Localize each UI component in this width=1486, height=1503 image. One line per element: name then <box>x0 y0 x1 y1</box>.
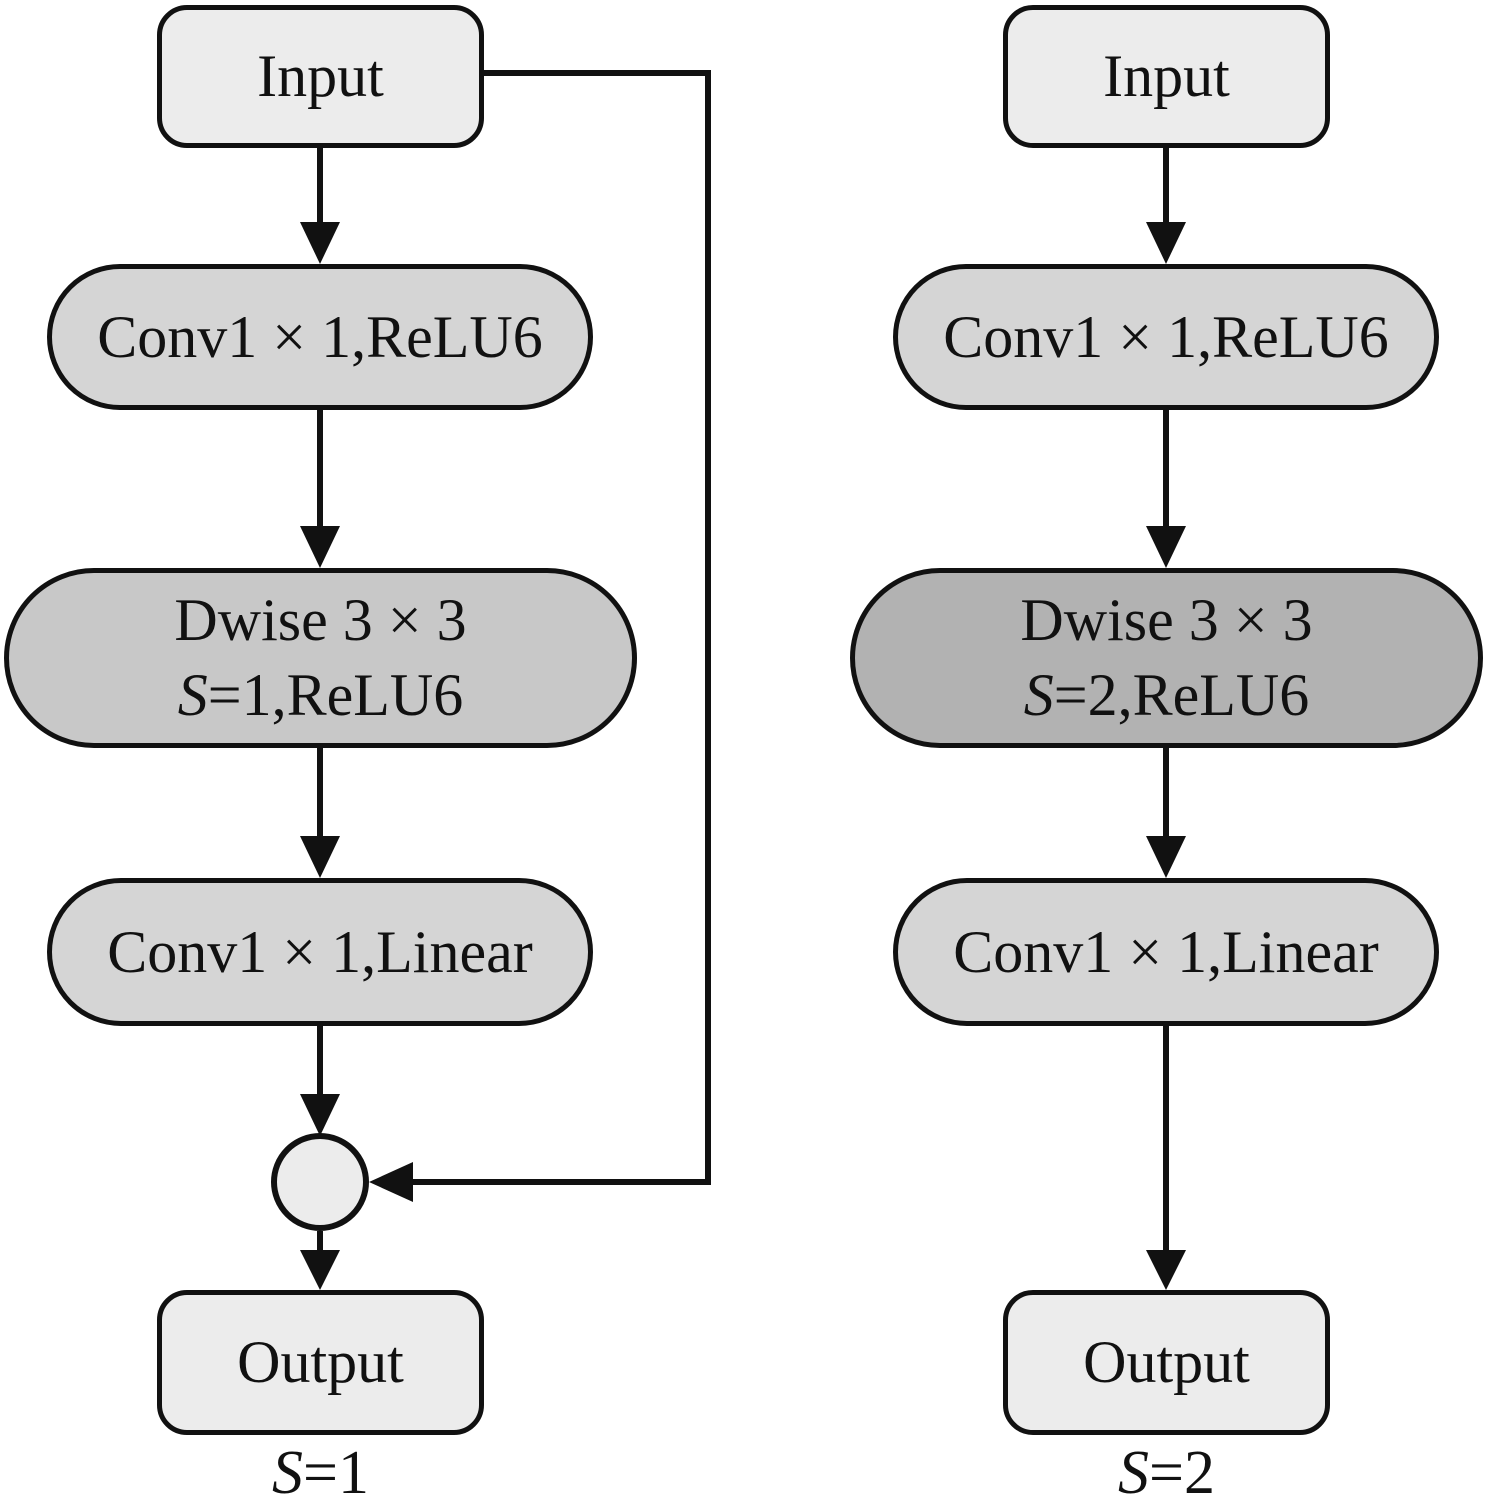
dwise-stride-value-s2: =2,ReLU6 <box>1053 662 1310 728</box>
arrowhead-s2-conv-to-output <box>1146 1250 1186 1290</box>
conv1x1-linear-label-s2: Conv1 × 1,Linear <box>953 918 1379 985</box>
arrowhead-s2-input-to-conv <box>1146 222 1186 264</box>
dwise-line1-s2: Dwise 3 × 3 <box>1020 587 1313 653</box>
conv1x1-relu6-box-s1: Conv1 × 1,ReLU6 <box>47 264 593 410</box>
caption-s-value-s2: =2 <box>1149 1439 1215 1503</box>
caption-s2: S=2 <box>1003 1438 1330 1503</box>
residual-add-node <box>271 1133 369 1231</box>
dwise-stride-symbol-s2: S <box>1023 662 1054 728</box>
dwise-stride-value-s1: =1,ReLU6 <box>207 662 464 728</box>
arrowhead-skip-to-add <box>369 1162 413 1202</box>
dwise-line2-s2: S=2,ReLU6 <box>1024 658 1309 733</box>
dwise-line1-s1: Dwise 3 × 3 <box>174 587 467 653</box>
input-label-s2: Input <box>1103 43 1230 109</box>
caption-s-value-s1: =1 <box>303 1439 369 1503</box>
input-box-s2: Input <box>1003 5 1330 148</box>
conv1x1-linear-box-s2: Conv1 × 1,Linear <box>893 878 1439 1026</box>
output-label-s2: Output <box>1083 1329 1250 1395</box>
arrowhead-s1-dwise-to-conv <box>300 836 340 878</box>
input-label-s1: Input <box>257 43 384 109</box>
arrowhead-s1-input-to-conv <box>300 222 340 264</box>
dwise-line2-s1: S=1,ReLU6 <box>178 658 463 733</box>
dwise-stride-symbol-s1: S <box>177 662 208 728</box>
arrowhead-s1-conv-to-add <box>300 1094 340 1136</box>
conv1x1-relu6-label-s1: Conv1 × 1,ReLU6 <box>97 303 543 370</box>
skip-connection-wire <box>410 70 711 1185</box>
conv1x1-relu6-label-s2: Conv1 × 1,ReLU6 <box>943 303 1389 370</box>
arrowhead-s2-conv-to-dwise <box>1146 526 1186 568</box>
input-box-s1: Input <box>157 5 484 148</box>
caption-s-symbol-s2: S <box>1118 1439 1150 1503</box>
dwise3x3-box-s1: Dwise 3 × 3 S=1,ReLU6 <box>4 568 637 748</box>
caption-s1: S=1 <box>157 1438 484 1503</box>
arrowhead-s1-conv-to-dwise <box>300 526 340 568</box>
output-box-s1: Output <box>157 1290 484 1435</box>
arrowhead-s2-dwise-to-conv <box>1146 836 1186 878</box>
arrowhead-s1-add-to-output <box>300 1250 340 1290</box>
output-box-s2: Output <box>1003 1290 1330 1435</box>
conv1x1-linear-label-s1: Conv1 × 1,Linear <box>107 918 533 985</box>
conv1x1-relu6-box-s2: Conv1 × 1,ReLU6 <box>893 264 1439 410</box>
caption-s-symbol-s1: S <box>272 1439 304 1503</box>
dwise3x3-box-s2: Dwise 3 × 3 S=2,ReLU6 <box>850 568 1483 748</box>
conv1x1-linear-box-s1: Conv1 × 1,Linear <box>47 878 593 1026</box>
output-label-s1: Output <box>237 1329 404 1395</box>
